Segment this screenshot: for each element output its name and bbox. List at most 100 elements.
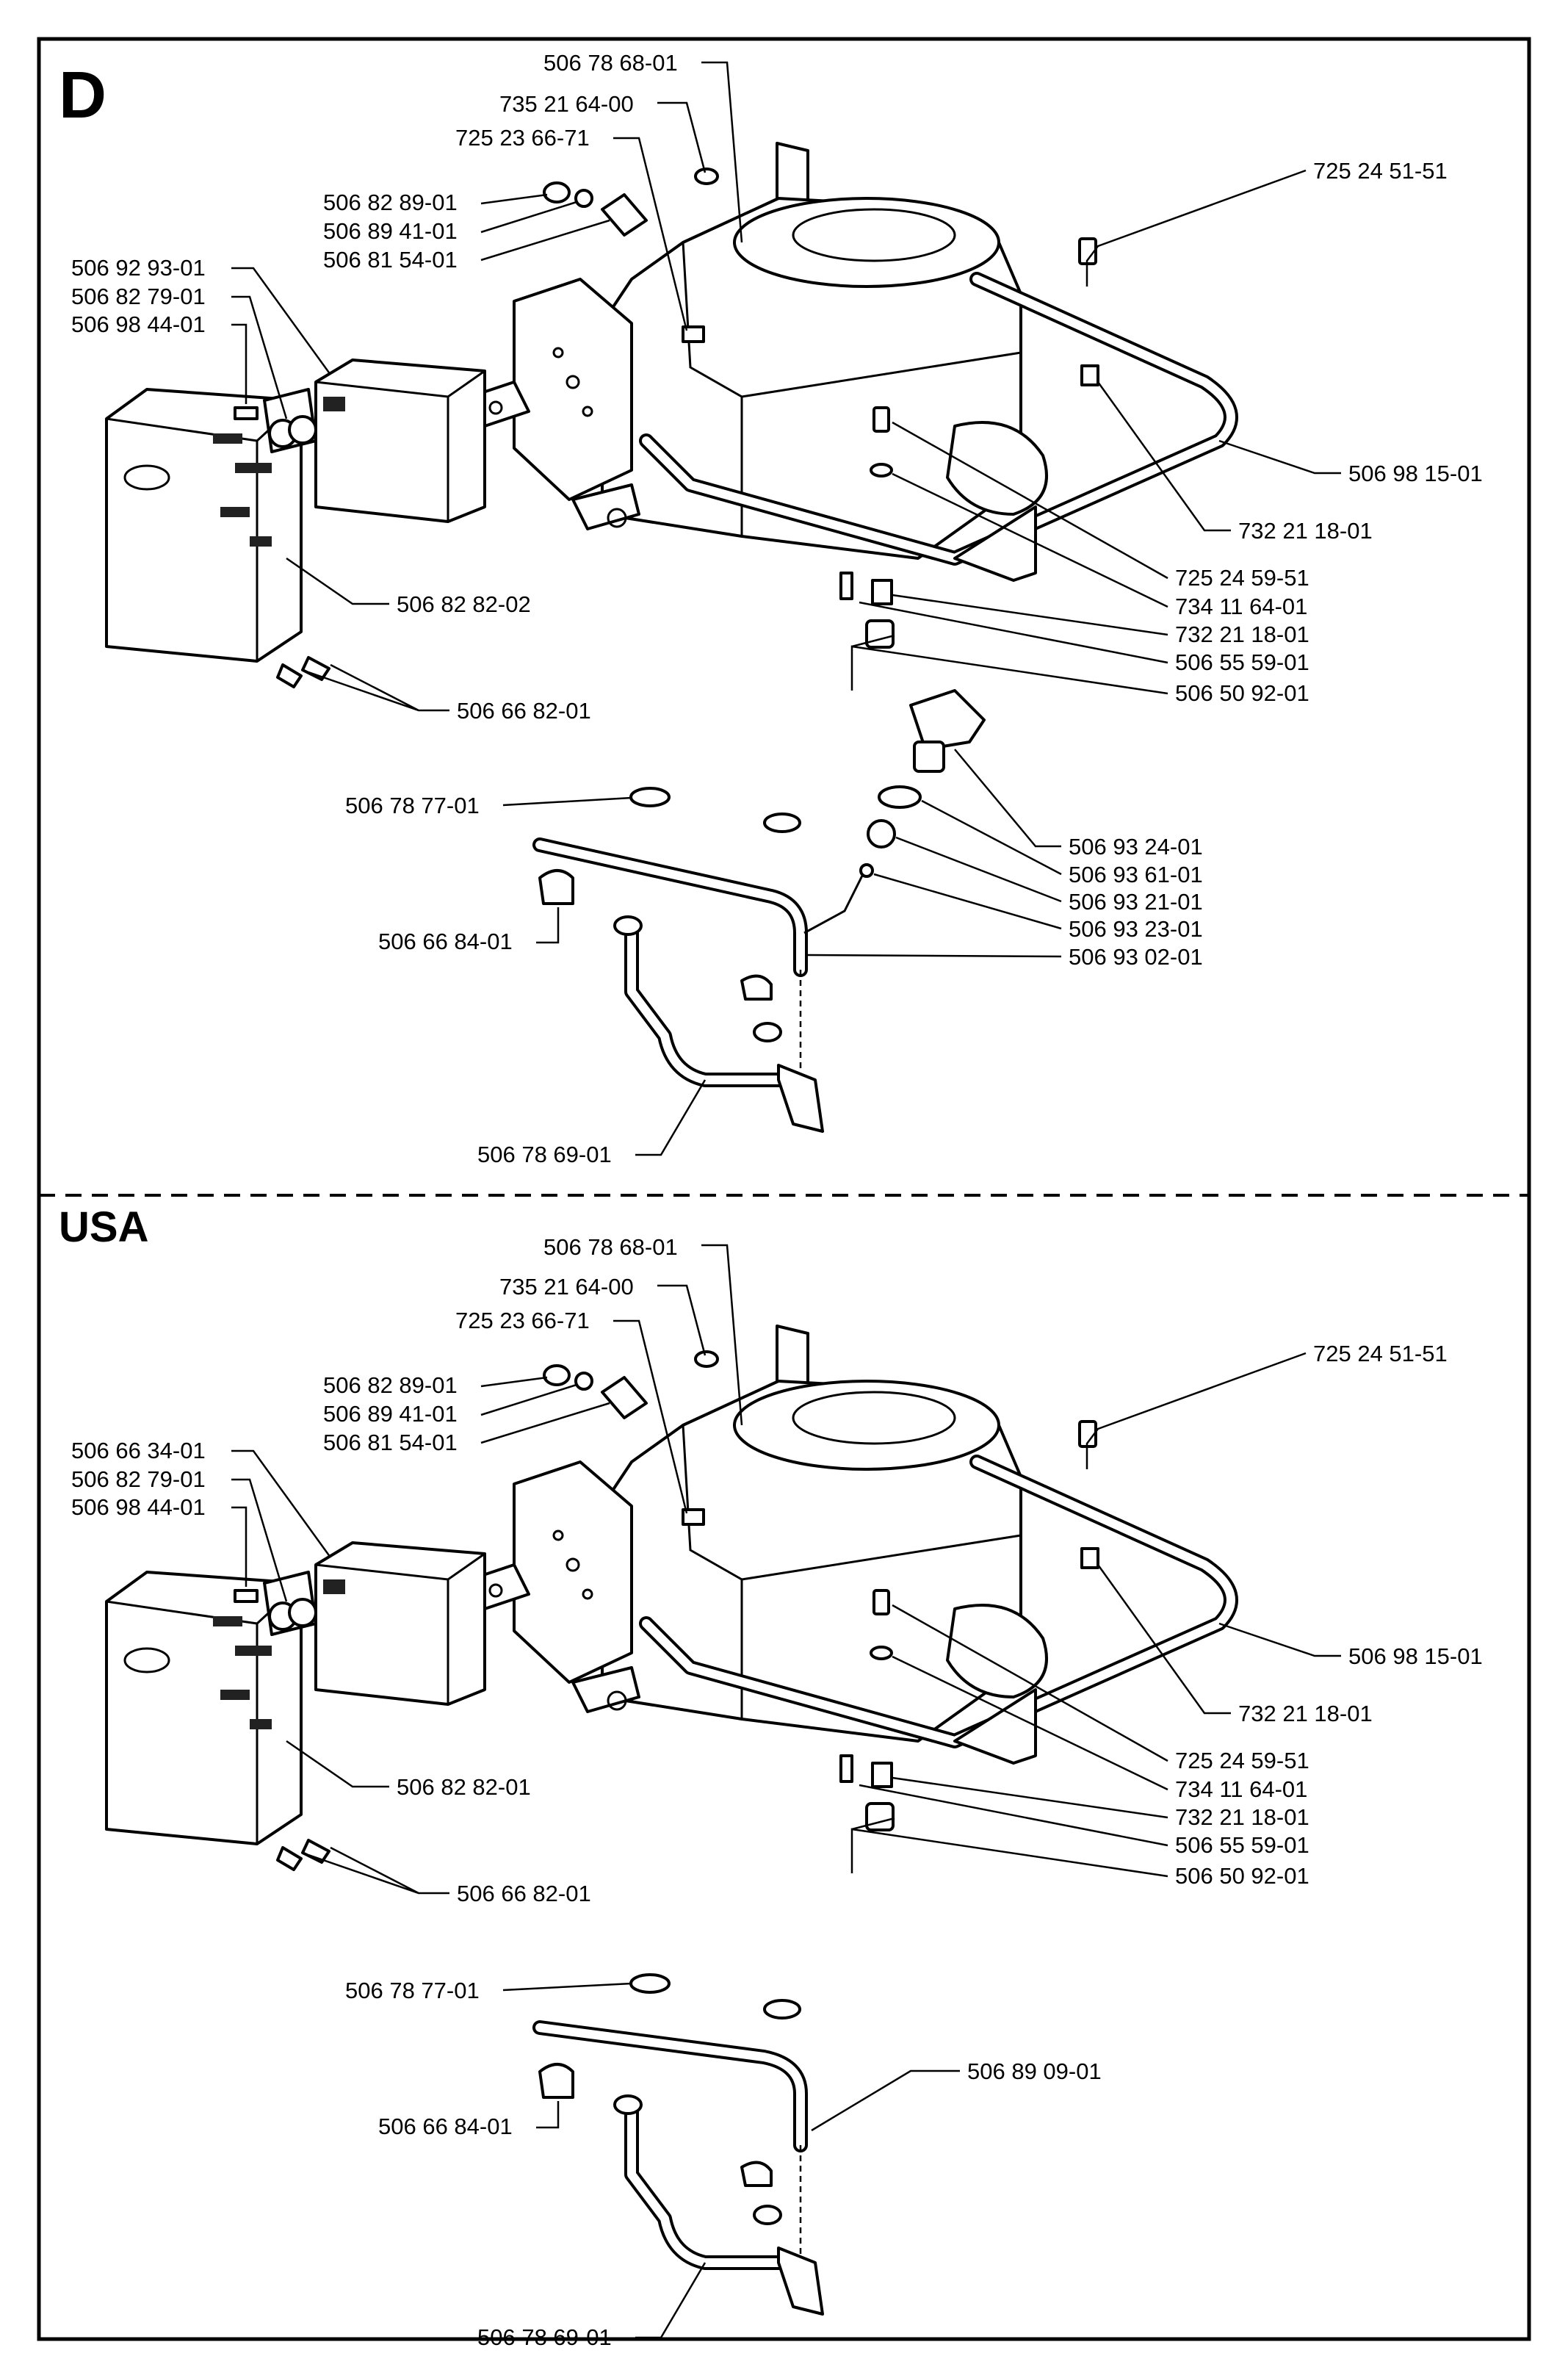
leader-line: [850, 1817, 1168, 1878]
part-label: 506 89 41-01: [323, 218, 458, 244]
part-label: 506 50 92-01: [1175, 680, 1309, 706]
leader-line: [286, 1740, 389, 1788]
part-label: 506 82 89-01: [323, 190, 458, 215]
part-label: 732 21 18-01: [1238, 518, 1373, 544]
leader-line: [231, 1449, 332, 1558]
part-label: 506 66 84-01: [378, 2114, 513, 2139]
leader-line: [480, 1383, 577, 1416]
leader-line: [231, 1506, 248, 1587]
leader-line: [308, 1846, 449, 1895]
leader-line: [1085, 1352, 1307, 1469]
leader-line: [954, 749, 1061, 848]
section-usa: USA 506 78 68-01 735 21 64-00 725 23 66-…: [59, 1203, 1483, 2350]
engine-assembly-drawing: [106, 1326, 1231, 1870]
part-label: 506 66 34-01: [71, 1438, 206, 1463]
leader-line: [873, 873, 1062, 930]
part-label: 506 89 41-01: [323, 1401, 458, 1427]
part-label: 506 82 79-01: [71, 284, 206, 309]
part-label: 506 98 15-01: [1348, 1643, 1483, 1669]
engine-assembly-drawing: [106, 143, 1231, 687]
part-label: 506 78 77-01: [345, 793, 480, 818]
part-label: 506 55 59-01: [1175, 649, 1309, 675]
part-label: 506 82 82-02: [397, 591, 531, 617]
part-label: 506 89 09-01: [967, 2058, 1102, 2084]
leader-line: [231, 267, 332, 375]
leader-line: [231, 1478, 288, 1602]
part-label: 506 78 69-01: [477, 2324, 612, 2350]
part-label: 506 81 54-01: [323, 247, 458, 273]
part-label: 725 24 51-51: [1313, 1341, 1448, 1366]
section-title: USA: [59, 1203, 148, 1251]
leader-line: [308, 663, 449, 712]
part-label: 732 21 18-01: [1175, 621, 1309, 647]
part-label: 506 66 84-01: [378, 929, 513, 954]
leader-line: [892, 594, 1168, 636]
leader-line: [892, 472, 1168, 608]
part-label: 735 21 64-00: [499, 1274, 634, 1300]
part-label: 506 93 21-01: [1069, 889, 1203, 915]
leader-line: [892, 1776, 1168, 1819]
part-label: 506 78 69-01: [477, 1142, 612, 1167]
leader-line: [1085, 169, 1307, 287]
leader-line: [701, 61, 743, 243]
leader-line: [921, 799, 1062, 876]
leader-line: [480, 193, 548, 205]
leader-line: [480, 1376, 548, 1388]
leader-line: [859, 1784, 1168, 1847]
leader-line: [635, 1079, 707, 1156]
part-label: 732 21 18-01: [1238, 1701, 1373, 1726]
leader-line: [892, 1655, 1168, 1791]
fuel-line-assembly: [532, 689, 986, 1133]
part-label: 734 11 64-01: [1175, 594, 1307, 619]
part-label: 506 93 61-01: [1069, 862, 1203, 887]
leader-line: [1218, 439, 1341, 475]
part-label: 725 23 66-71: [455, 1308, 590, 1333]
part-label: 506 98 44-01: [71, 311, 206, 337]
leader-line: [613, 1319, 688, 1514]
part-label: 732 21 18-01: [1175, 1804, 1309, 1830]
leader-line: [231, 323, 248, 404]
leader-line: [657, 1284, 707, 1356]
leader-line: [502, 796, 632, 807]
part-label: 506 82 82-01: [397, 1774, 531, 1800]
leader-line: [1218, 1622, 1341, 1657]
part-label: 506 78 68-01: [543, 1234, 678, 1260]
part-label: 506 66 82-01: [457, 698, 591, 724]
part-label: 506 50 92-01: [1175, 1863, 1309, 1889]
leader-line: [859, 601, 1168, 664]
part-label: 506 78 77-01: [345, 1978, 480, 2003]
part-label: 506 55 59-01: [1175, 1832, 1309, 1858]
leader-line: [231, 295, 288, 419]
part-label: 506 93 02-01: [1069, 944, 1203, 970]
part-label: 735 21 64-00: [499, 91, 634, 117]
part-label: 725 24 59-51: [1175, 1748, 1309, 1773]
leader-line: [850, 634, 1168, 695]
part-label: 506 66 82-01: [457, 1881, 591, 1906]
part-label: 725 23 66-71: [455, 125, 590, 151]
leader-line: [502, 1982, 632, 1992]
leader-line: [892, 1604, 1168, 1762]
leader-line: [536, 2101, 560, 2129]
leader-line: [895, 836, 1062, 903]
part-label: 506 98 15-01: [1348, 461, 1483, 486]
leader-line: [1096, 1564, 1231, 1715]
leader-line: [811, 2069, 960, 2132]
leader-line: [807, 954, 1062, 958]
leader-line: [613, 137, 688, 331]
leader-line: [701, 1244, 743, 1426]
leader-line: [635, 2262, 707, 2339]
page-border: [37, 37, 1531, 2341]
leader-line: [892, 421, 1168, 580]
section-title: D: [59, 59, 106, 132]
part-label: 506 78 68-01: [543, 50, 678, 76]
part-label: 506 92 93-01: [71, 255, 206, 281]
leader-line: [480, 219, 610, 262]
part-label: 725 24 51-51: [1313, 158, 1448, 184]
leader-line: [536, 907, 560, 944]
fuel-line-assembly: [532, 1973, 824, 2316]
leader-line: [1096, 381, 1231, 532]
leader-line: [657, 101, 707, 173]
section-d: D 506 78 68-01 735 21 64-00 725 23: [59, 50, 1483, 1167]
part-label: 506 82 89-01: [323, 1372, 458, 1398]
